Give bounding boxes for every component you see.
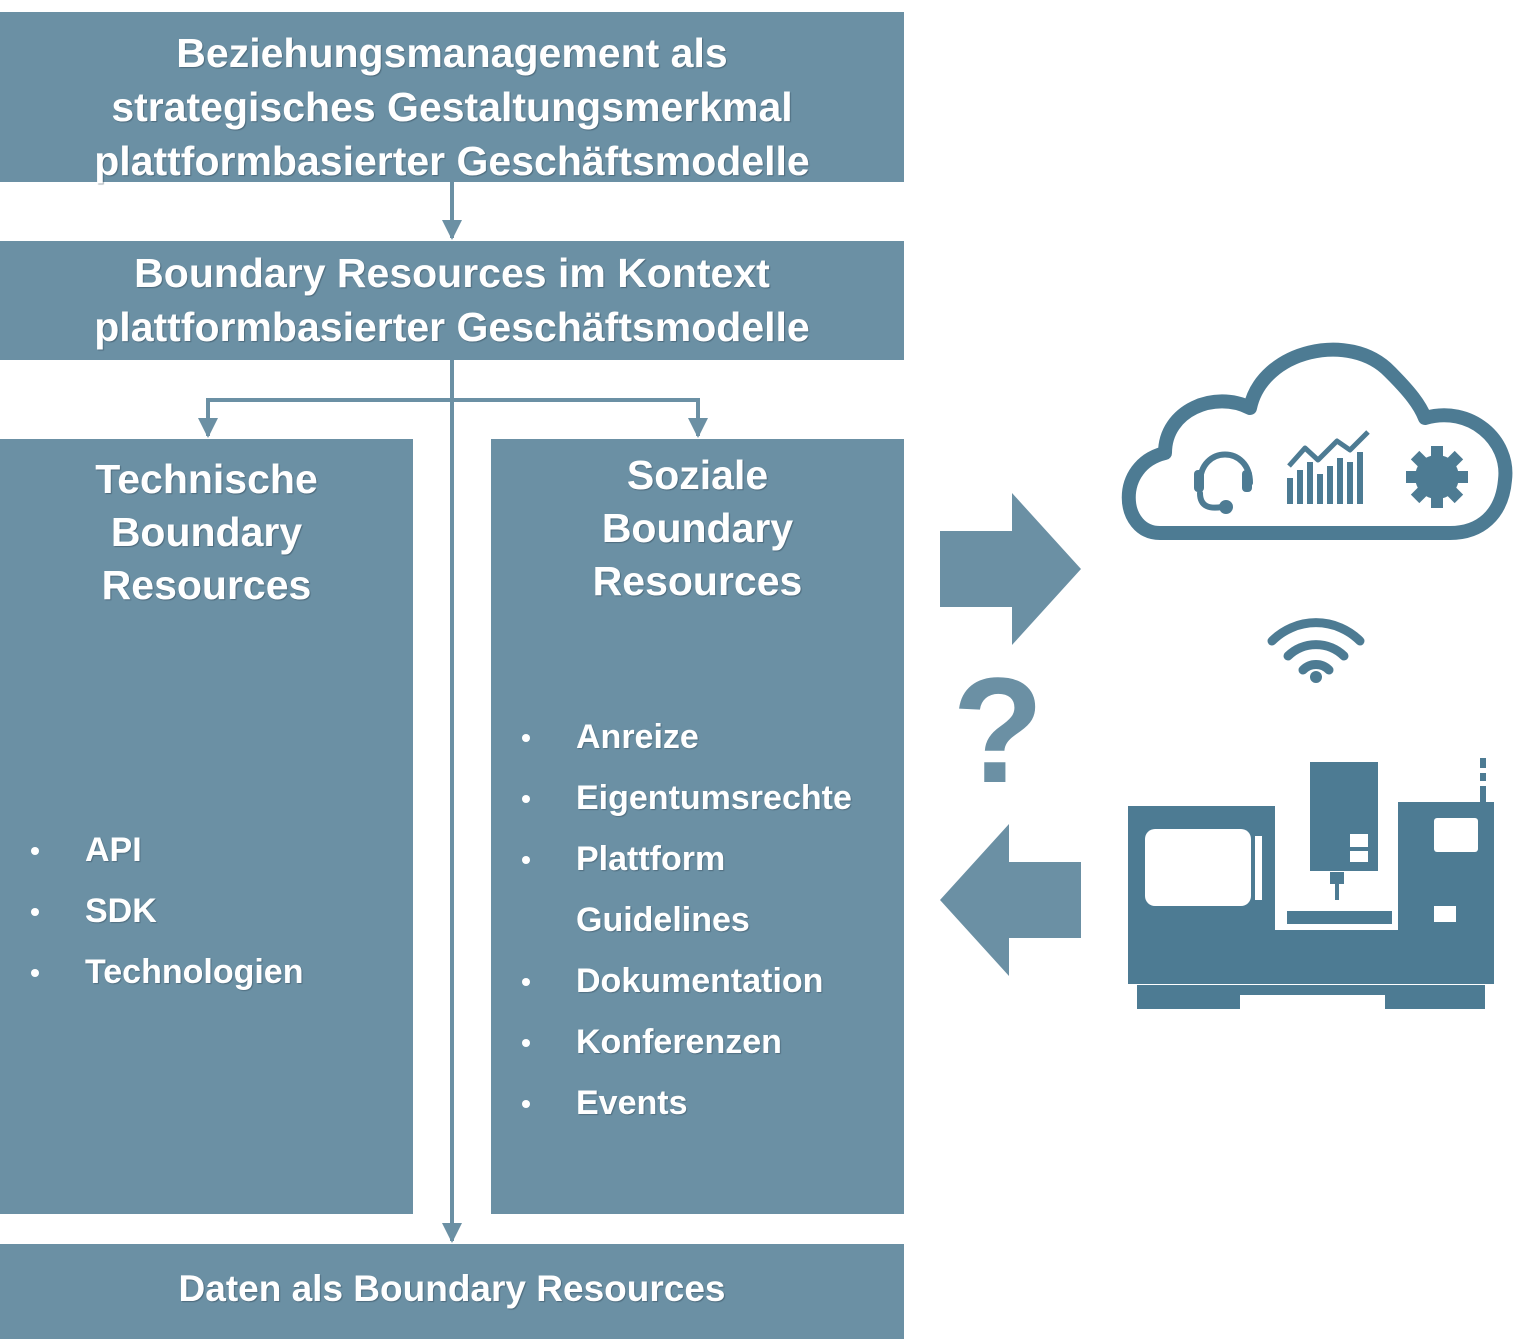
strategic-relationship-management-box: Beziehungsmanagement als strategisches G… (0, 12, 904, 184)
technical-boundary-resources-title: Technische Boundary Resources (95, 456, 318, 608)
question-mark: ? (952, 646, 1044, 814)
list-item: Plattform (522, 829, 852, 890)
arrow-left-icon (940, 824, 1081, 976)
social-boundary-resources-box: Soziale Boundary Resources (491, 439, 904, 1214)
boundary-resources-context-box: Boundary Resources im Kontext plattformb… (0, 241, 904, 360)
list-item-continuation: Guidelines (576, 901, 750, 939)
cloud-icon (1121, 342, 1513, 540)
list-item: Technologien (30, 942, 303, 1003)
bar-chart-icon (1287, 430, 1370, 504)
social-resources-list: Anreize Eigentumsrechte Plattform Guidel… (522, 707, 852, 1134)
strategic-relationship-management-title: Beziehungsmanagement als strategisches G… (94, 30, 810, 184)
data-as-boundary-resources-title: Daten als Boundary Resources (178, 1268, 726, 1309)
data-as-boundary-resources-box: Daten als Boundary Resources (0, 1244, 904, 1339)
headset-icon (1194, 451, 1253, 514)
list-item: SDK (30, 881, 303, 942)
social-boundary-resources-title: Soziale Boundary Resources (592, 452, 803, 604)
technical-boundary-resources-box: Technische Boundary Resources (0, 439, 413, 1214)
list-item: Eigentumsrechte (522, 768, 852, 829)
list-item: API (30, 820, 303, 881)
arrow-right-icon (940, 493, 1081, 645)
list-item: Dokumentation (522, 951, 852, 1012)
list-item: Konferenzen (522, 1012, 852, 1073)
list-item: Events (522, 1073, 852, 1134)
gear-icon (1406, 446, 1468, 508)
boundary-resources-context-title: Boundary Resources im Kontext plattformb… (94, 250, 810, 350)
wifi-icon (1267, 618, 1365, 683)
list-item: Anreize (522, 707, 852, 768)
technical-resources-list: API SDK Technologien (30, 820, 303, 1003)
cnc-machine-icon (1128, 758, 1494, 1009)
